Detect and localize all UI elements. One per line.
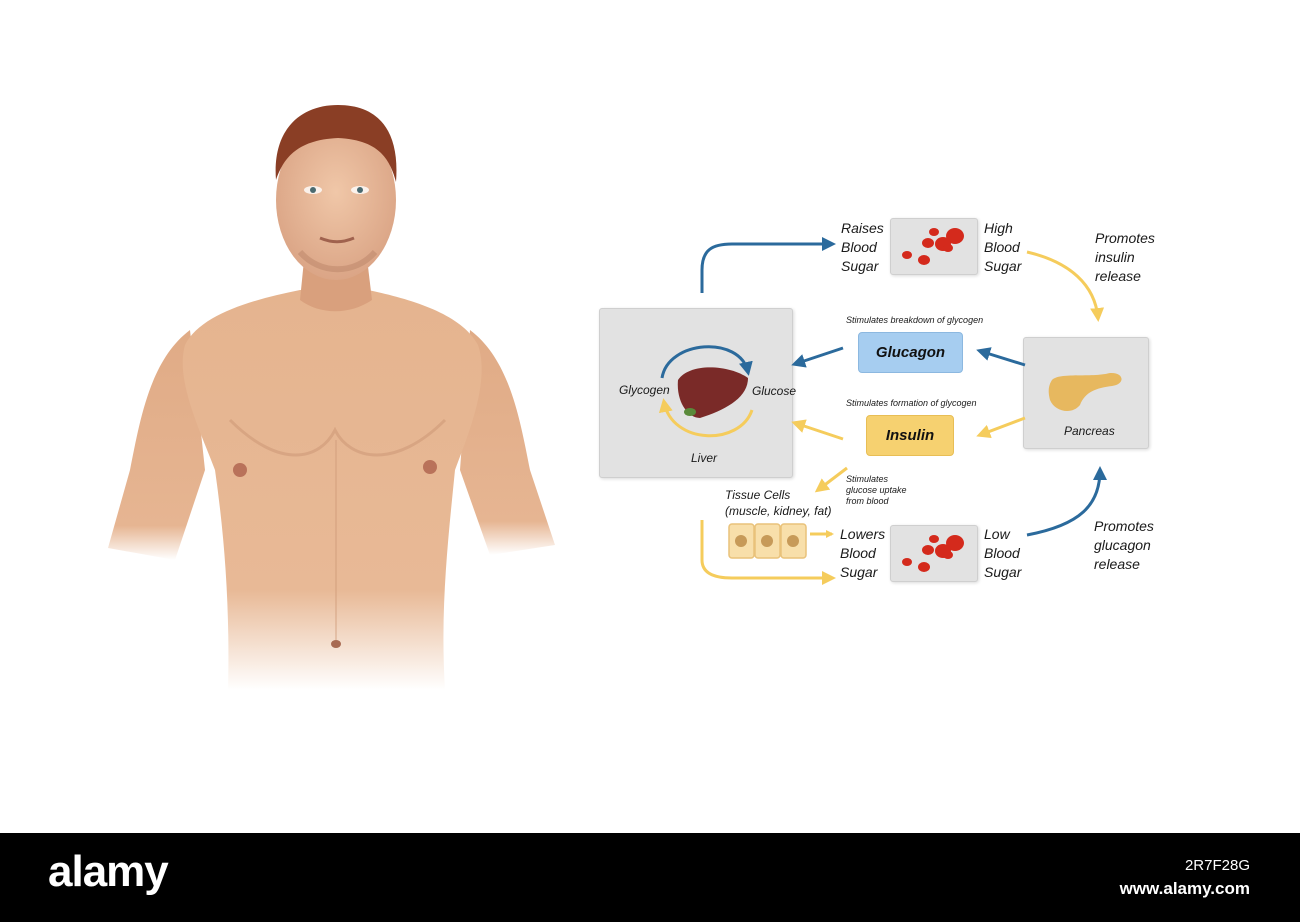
insulin-box: Insulin xyxy=(866,415,954,456)
high-blood-sugar-box xyxy=(890,218,978,275)
low-blood-sugar-label: Low Blood Sugar xyxy=(984,526,1022,580)
lowers-blood-sugar-label: Lowers Blood Sugar xyxy=(840,526,886,580)
promotes-glucagon-label: Promotes glucagon release xyxy=(1094,518,1154,572)
glycogen-label: Glycogen xyxy=(619,383,670,397)
brand-logo: alamy xyxy=(48,847,169,896)
insulin-caption: Stimulates formation of glycogen xyxy=(846,398,977,408)
glucagon-box: Glucagon xyxy=(858,332,963,373)
glucose-uptake-caption: Stimulates glucose uptake from blood xyxy=(846,474,907,506)
site-url: www.alamy.com xyxy=(1119,879,1250,898)
high-blood-sugar-label: High Blood Sugar xyxy=(984,220,1022,274)
liver-label: Liver xyxy=(691,451,718,465)
watermark-footer: alamy 2R7F28G www.alamy.com xyxy=(0,833,1300,922)
promotes-insulin-label: Promotes insulin release xyxy=(1095,230,1155,284)
glucagon-caption: Stimulates breakdown of glycogen xyxy=(846,315,984,325)
glucose-label: Glucose xyxy=(752,384,797,398)
pancreas-label: Pancreas xyxy=(1064,424,1115,438)
pancreas-box xyxy=(1023,337,1149,449)
tissue-cells-label: Tissue Cells (muscle, kidney, fat) xyxy=(725,488,832,518)
image-id: 2R7F28G xyxy=(1184,857,1250,874)
raises-blood-sugar-label: Raises Blood Sugar xyxy=(841,220,884,274)
low-blood-sugar-box xyxy=(890,525,978,582)
